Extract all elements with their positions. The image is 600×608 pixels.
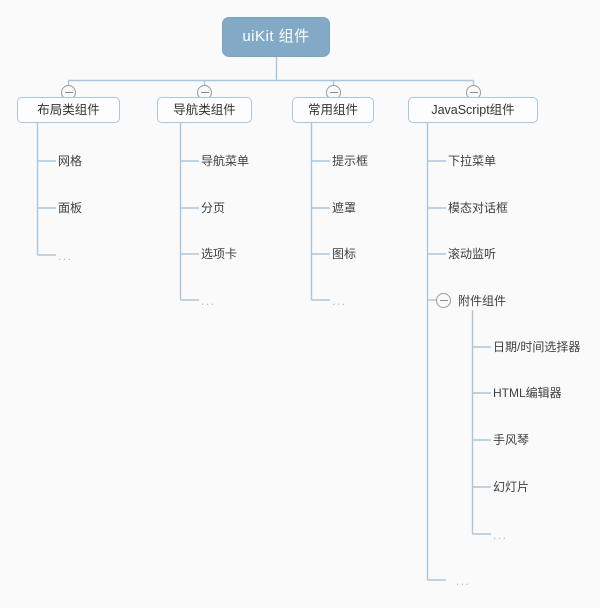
leaf-node-ellipsis[interactable]: ...: [58, 249, 73, 263]
leaf-node[interactable]: 面板: [58, 201, 83, 215]
subbranch-node-attachment[interactable]: 附件组件: [458, 294, 507, 308]
leaf-node[interactable]: 导航菜单: [201, 154, 250, 168]
leaf-node[interactable]: 幻灯片: [493, 480, 530, 494]
branch-node-javascript[interactable]: JavaScript组件: [408, 97, 538, 123]
branch-node-layout[interactable]: 布局类组件: [17, 97, 120, 123]
leaf-node[interactable]: 选项卡: [201, 247, 238, 261]
leaf-node[interactable]: 手风琴: [493, 433, 530, 447]
leaf-node[interactable]: 模态对话框: [448, 201, 509, 215]
collapse-toggle-icon-attachment[interactable]: [436, 293, 451, 308]
leaf-node[interactable]: 图标: [332, 247, 357, 261]
leaf-node[interactable]: HTML编辑器: [493, 386, 562, 400]
leaf-node-ellipsis[interactable]: ...: [332, 294, 347, 308]
root-node[interactable]: uiKit 组件: [222, 17, 330, 57]
leaf-node[interactable]: 下拉菜单: [448, 154, 497, 168]
branch-node-navigation[interactable]: 导航类组件: [157, 97, 252, 123]
leaf-node-ellipsis[interactable]: ...: [201, 294, 216, 308]
leaf-node[interactable]: 提示框: [332, 154, 369, 168]
branch-node-common[interactable]: 常用组件: [292, 97, 374, 123]
leaf-node-ellipsis[interactable]: ...: [493, 528, 508, 542]
leaf-node-ellipsis[interactable]: ...: [456, 574, 471, 588]
leaf-node[interactable]: 遮罩: [332, 201, 357, 215]
leaf-node[interactable]: 滚动监听: [448, 247, 497, 261]
leaf-node[interactable]: 日期/时间选择器: [493, 340, 581, 354]
leaf-node[interactable]: 分页: [201, 201, 226, 215]
leaf-node[interactable]: 网格: [58, 154, 83, 168]
